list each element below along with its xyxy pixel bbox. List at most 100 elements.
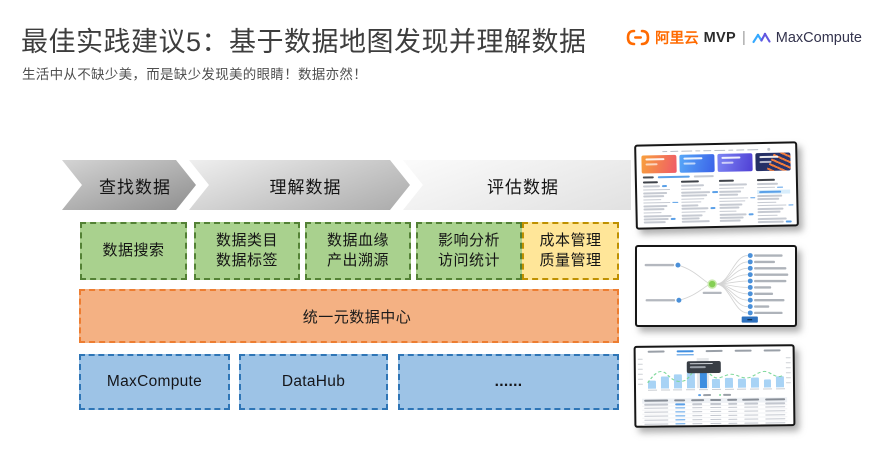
platform-box-others: ...... [398,354,619,410]
mini-item-link [670,218,677,220]
capability-label: 质量管理 [539,252,602,269]
mini-tab [705,349,723,355]
mini-list-item [719,216,753,219]
mini-filter-label [642,176,654,179]
capability-box-data-search: 数据搜索 [80,222,187,280]
mini-table-cell [644,419,669,421]
mini-banner-title [645,158,665,161]
mini-list-item [642,185,676,188]
mini-table-cell [765,422,786,424]
mini-table-cell [744,422,759,424]
mini-table-cell [728,418,737,421]
mini-item-text [757,217,788,220]
mini-list-item [680,184,714,187]
mini-nav-item [702,149,711,152]
mini-item-text [643,191,667,195]
mini-list-item [681,207,716,210]
mini-x-label [711,388,721,391]
mini-y-tick [637,378,643,380]
mini-x-label [698,389,708,391]
thumbnail-lineage-graph [635,245,797,327]
mini-table-cell [692,403,703,405]
mini-table-cell [675,411,686,413]
mini-y-axis-right [785,372,791,374]
mini-footer-text [683,226,751,230]
process-arrow-label: 查找数据 [99,177,171,197]
thumbnail-usage-chart [633,344,796,428]
mini-list-item [643,198,676,201]
mini-item-text [643,221,666,224]
mini-column-row [642,178,794,227]
mini-item-link [750,196,756,199]
mini-y-axis-left [637,363,643,365]
capability-box-impact: 影响分析 访问统计 [416,222,522,280]
mini-x-label [762,388,772,390]
mini-table-cell [765,410,786,412]
mini-list-item [643,208,676,211]
mini-item-text [757,186,776,189]
mini-item-text [757,201,777,204]
mini-table-cell [692,422,703,425]
aliyun-label: 阿里云 [655,31,699,47]
mini-list-item [643,195,676,198]
mini-list-item [757,186,790,189]
mini-table-cell [644,411,669,414]
mini-tab-label [734,349,752,352]
mini-table-cell [744,406,759,409]
mini-x-label [750,388,760,390]
mini-y-axis-left [637,383,643,385]
platform-label: ...... [494,373,523,390]
mini-x-label [673,389,683,391]
capability-box-category-tag: 数据类目 数据标签 [194,222,300,280]
mini-banner-subtitle [683,162,696,165]
mini-item-text [757,207,784,210]
mini-filter-link [657,175,690,178]
mini-item-text [681,220,710,223]
mini-item-text [757,214,778,217]
mini-item-text [643,218,669,221]
mini-y-tick [637,373,643,375]
capability-label: 成本管理 [539,232,602,249]
mini-y-axis-left [637,378,643,380]
mini-legend-dot [718,393,722,397]
mini-item-link [777,186,783,188]
mini-list-item [681,201,714,204]
capability-label: 影响分析 [437,232,500,249]
mini-column-header [756,178,776,182]
mini-item-text [719,190,742,193]
mini-banner-card [755,152,791,172]
mini-column-header [680,180,700,183]
mini-filter-row [642,173,790,179]
mini-table-cell [728,422,737,424]
mini-table-cell [743,402,759,405]
process-arrow-find-data: 查找数据 [62,160,196,210]
mini-y-tick [785,377,791,379]
mini-nav-item [694,150,700,152]
mini-table-cell [728,406,737,409]
mini-list-item [643,214,677,218]
mini-legend-item [718,393,732,397]
metadata-center-label: 统一元数据中心 [302,308,412,326]
mini-header-cell [726,399,737,401]
mvp-label: MVP [703,29,736,46]
mini-chart-area [637,357,791,389]
mini-item-text [718,183,748,186]
mini-list-item [718,183,752,186]
mini-list-item [643,188,676,191]
mini-header-cell [691,399,704,402]
mini-list-item [681,220,715,223]
mini-banner-row [641,152,791,174]
capability-label: 数据血缘 [326,232,389,249]
mini-item-text [719,219,741,223]
mini-item-text [719,200,746,203]
mini-table-row [642,421,788,427]
mini-item-text [757,204,787,207]
mini-column-header [642,181,659,184]
mini-item-text [643,198,662,201]
mini-tab [734,349,752,355]
process-arrow-understand-data: 理解数据 [189,160,410,210]
mini-list-item [719,210,753,213]
mini-y-axis-right [785,377,791,379]
mini-nav-item [727,149,733,152]
